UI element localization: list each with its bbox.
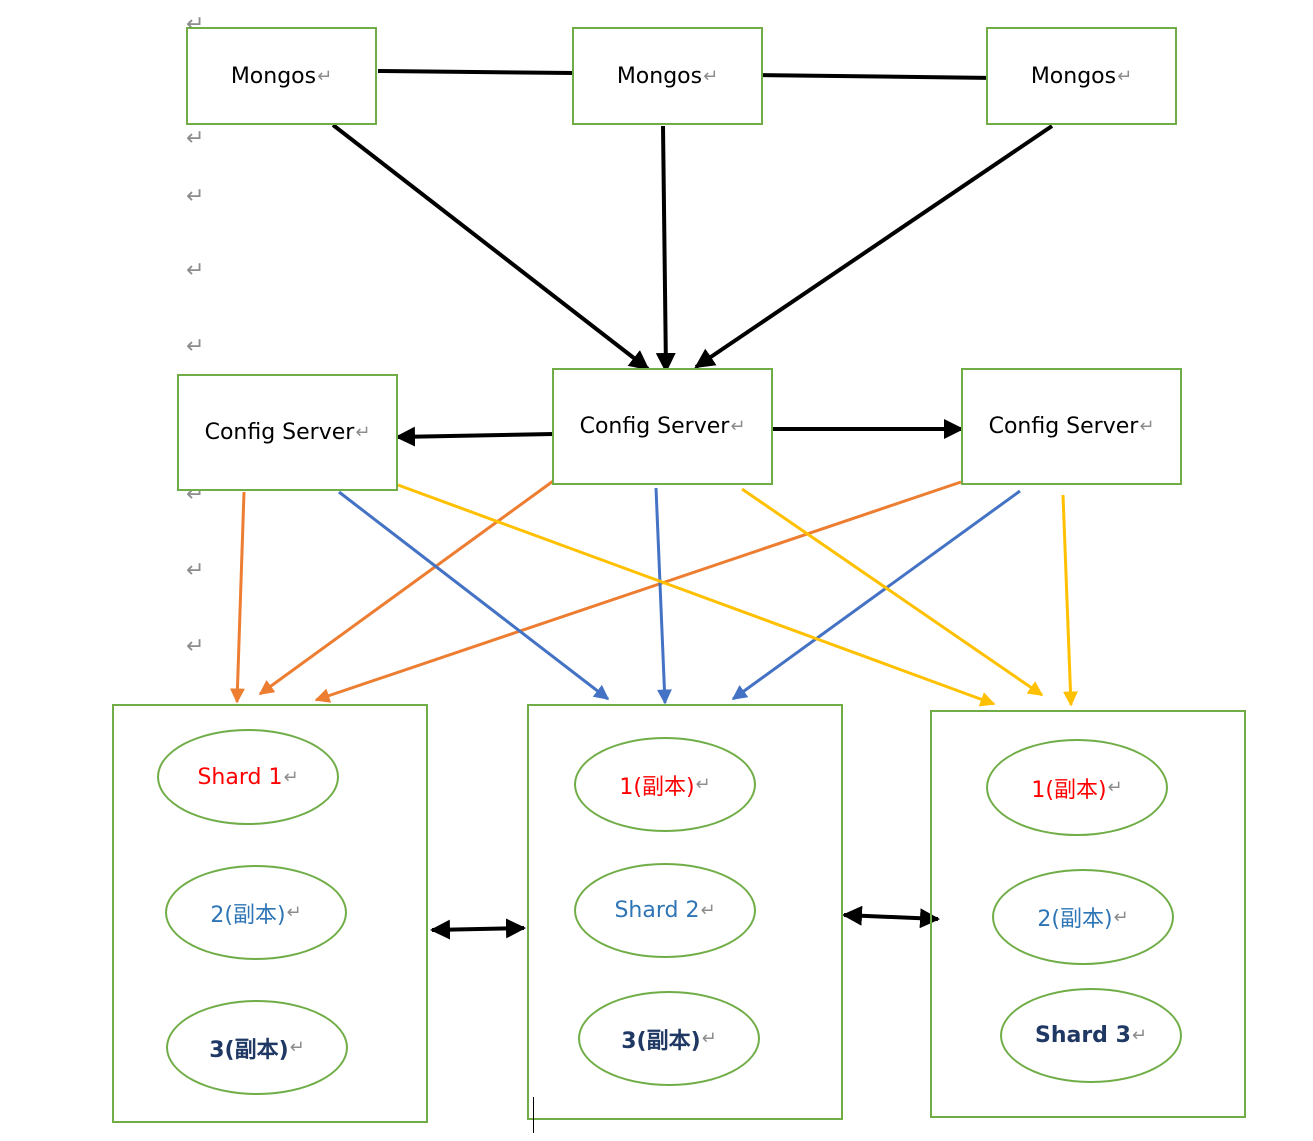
mongos-label: Mongos: [230, 63, 317, 89]
mongos-node-2[interactable]: Mongos↵: [572, 27, 763, 125]
shard-node-ellipse[interactable]: 2(副本)↵: [165, 865, 347, 960]
blue-arrow-3: [731, 489, 1021, 701]
paragraph-mark: ↵: [317, 65, 333, 87]
shard-panel-1: [112, 704, 428, 1123]
shard-node-label: Shard 1: [197, 764, 283, 790]
config-server-label: Config Server: [579, 414, 730, 439]
orange-arrow-2: [258, 477, 557, 696]
orange-arrow-1: [229, 491, 246, 704]
shard-panel-2: [527, 704, 843, 1120]
config-server-node-1[interactable]: Config Server↵: [177, 374, 398, 491]
bidir-arrow-panel-2-3: [842, 905, 940, 929]
paragraph-mark: ↵: [286, 902, 302, 923]
shard-node-ellipse[interactable]: 1(副本)↵: [574, 737, 756, 832]
blue-arrow-1: [338, 490, 610, 701]
paragraph-mark: ↵: [186, 634, 205, 659]
paragraph-mark: ↵: [695, 774, 711, 795]
paragraph-mark: ↵: [186, 558, 205, 583]
arrow-mongos2-config: [655, 125, 676, 373]
mongos-label: Mongos: [1030, 63, 1117, 89]
mongos-link-1-2: [377, 69, 575, 75]
paragraph-mark: ↵: [283, 766, 299, 788]
shard-node-label: 2(副本): [1037, 907, 1113, 932]
arrow-mongos1-config: [331, 123, 650, 371]
text-cursor: [533, 1097, 534, 1133]
shard-panel-3: [930, 710, 1246, 1118]
shard-node-ellipse[interactable]: 3(副本)↵: [166, 1000, 348, 1095]
paragraph-mark: ↵: [701, 1028, 717, 1049]
mongos-label: Mongos: [616, 63, 703, 89]
shard-node-label: 1(副本): [1031, 777, 1107, 803]
shard-node-label: Shard 2: [614, 898, 700, 923]
shard-node-label: Shard 3: [1034, 1023, 1131, 1048]
bidir-arrow-panel-1-2: [430, 918, 526, 940]
shard-node-label: 1(副本): [619, 774, 695, 800]
config-server-label: Config Server: [204, 420, 355, 445]
yellow-arrow-3: [1061, 494, 1078, 707]
arrow-config-to-left: [395, 426, 554, 447]
mongos-link-2-3: [755, 73, 996, 80]
orange-arrow-3: [314, 480, 962, 703]
paragraph-mark: ↵: [730, 416, 746, 437]
blue-arrow-2: [654, 487, 672, 705]
shard-node-label: 3(副本): [209, 1037, 289, 1063]
shard-node-label: 3(副本): [621, 1028, 701, 1054]
paragraph-mark: ↵: [1139, 416, 1155, 437]
paragraph-mark: ↵: [289, 1037, 305, 1058]
mongos-node-3[interactable]: Mongos↵: [986, 27, 1177, 125]
shard-node-ellipse[interactable]: Shard 3↵: [1000, 988, 1182, 1083]
shard-node-ellipse[interactable]: Shard 1↵: [157, 729, 339, 825]
paragraph-mark: ↵: [1131, 1025, 1147, 1046]
mongos-node-1[interactable]: Mongos↵: [186, 27, 377, 125]
paragraph-mark: ↵: [355, 422, 371, 443]
paragraph-mark: ↵: [186, 184, 205, 209]
shard-node-ellipse[interactable]: 3(副本)↵: [578, 991, 760, 1086]
config-server-label: Config Server: [988, 414, 1139, 439]
paragraph-mark: ↵: [1117, 65, 1133, 87]
paragraph-mark: ↵: [186, 126, 205, 151]
shard-node-ellipse[interactable]: Shard 2↵: [574, 863, 756, 958]
paragraph-mark: ↵: [703, 65, 719, 87]
paragraph-mark: ↵: [186, 258, 205, 283]
paragraph-mark: ↵: [700, 900, 716, 921]
config-server-node-2[interactable]: Config Server↵: [552, 368, 773, 485]
arrow-mongos3-config: [694, 124, 1054, 369]
paragraph-mark: ↵: [1113, 906, 1129, 928]
yellow-arrow-1: [397, 483, 996, 707]
yellow-arrow-2: [741, 487, 1044, 697]
paragraph-mark: ↵: [1107, 777, 1123, 798]
paragraph-mark: ↵: [186, 334, 205, 359]
shard-node-label: 2(副本): [210, 902, 286, 928]
config-server-node-3[interactable]: Config Server↵: [961, 368, 1182, 485]
shard-node-ellipse[interactable]: 2(副本)↵: [992, 869, 1174, 965]
shard-node-ellipse[interactable]: 1(副本)↵: [986, 739, 1168, 836]
